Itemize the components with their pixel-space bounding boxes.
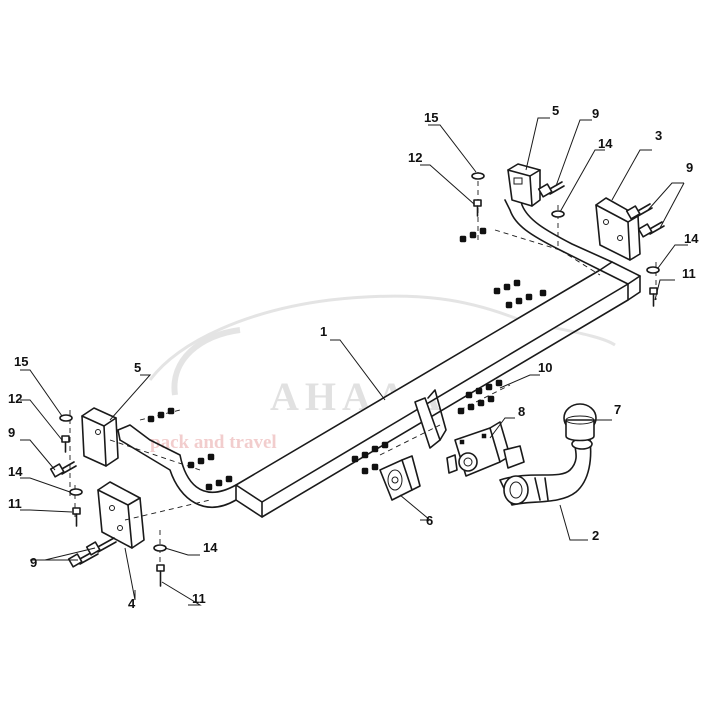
- washer-icon: [471, 172, 485, 180]
- left-bracket-part-5: [81, 407, 119, 467]
- callout-7: 7: [614, 402, 621, 417]
- tow-ball-neck-part-2: [499, 438, 593, 506]
- leader-lines: [20, 117, 688, 606]
- vertical-bolt-icon: [72, 507, 81, 527]
- callout-11-bottom: 11: [192, 591, 206, 606]
- callout-3: 3: [655, 128, 662, 143]
- callout-11-left: 11: [8, 496, 22, 511]
- callout-12-left: 12: [8, 391, 22, 406]
- vertical-bolt-icon: [473, 199, 482, 217]
- callout-9-left-lower: 9: [30, 555, 37, 570]
- nut-cluster: [147, 407, 233, 491]
- nut-cluster-part-10: [457, 379, 503, 415]
- washer-icon: [646, 266, 660, 274]
- vertical-bolts-part-11-12: [61, 199, 658, 587]
- callout-9-right-upper: 9: [592, 106, 599, 121]
- callout-1: 1: [320, 324, 327, 339]
- tow-ball-part-7: [563, 403, 597, 442]
- right-bracket-part-5: [507, 163, 541, 207]
- callout-5-right: 5: [552, 103, 559, 118]
- bolt-icon: [49, 461, 77, 478]
- watermark-tagline: pack and travel: [150, 432, 277, 453]
- callout-15-right: 15: [424, 110, 438, 125]
- watermark-car-arc: [171, 327, 241, 396]
- washer-icon: [153, 544, 167, 552]
- nuts: [147, 227, 547, 491]
- bolt-icon: [85, 537, 117, 556]
- source-credit: allegro.pl: [8, 706, 49, 717]
- callout-11-right: 11: [682, 266, 696, 281]
- callout-12-right: 12: [408, 150, 422, 165]
- main-crossbar-part-1: [117, 195, 641, 518]
- callout-9-left-upper: 9: [8, 425, 15, 440]
- washers-part-14-15: [59, 172, 660, 552]
- watermark-car-silhouette: [148, 294, 616, 381]
- right-bracket-part-3: [595, 197, 641, 261]
- callout-14-left: 14: [8, 464, 23, 479]
- washer-icon: [551, 210, 565, 218]
- electrical-socket-part-8: [446, 421, 525, 477]
- callout-14-right-upper: 14: [598, 136, 613, 151]
- vertical-bolt-icon: [61, 435, 70, 453]
- callout-15-left: 15: [14, 354, 28, 369]
- callout-14-right: 14: [684, 231, 699, 246]
- bolt-icon: [625, 203, 653, 220]
- callout-6: 6: [426, 513, 433, 528]
- washer-icon: [59, 414, 73, 422]
- bolt-icon: [637, 221, 665, 238]
- callout-14-bottom: 14: [203, 540, 218, 555]
- callout-8: 8: [518, 404, 525, 419]
- vertical-bolt-icon: [156, 564, 165, 587]
- nut-cluster: [459, 227, 547, 309]
- bolts-part-9: [49, 181, 665, 568]
- callout-9-right: 9: [686, 160, 693, 175]
- bolt-icon: [537, 181, 565, 198]
- callout-10: 10: [538, 360, 552, 375]
- callouts: 1 2 3 4 5 5 6 7 8 9 9 9 9 10 11 11 11 12…: [8, 103, 699, 611]
- callout-4: 4: [128, 596, 136, 611]
- callout-2: 2: [592, 528, 599, 543]
- left-bracket-part-4: [97, 481, 145, 549]
- nut-cluster: [351, 441, 389, 475]
- washer-icon: [69, 488, 83, 496]
- socket-plate-part-6: [379, 455, 421, 501]
- callout-5-left: 5: [134, 360, 141, 375]
